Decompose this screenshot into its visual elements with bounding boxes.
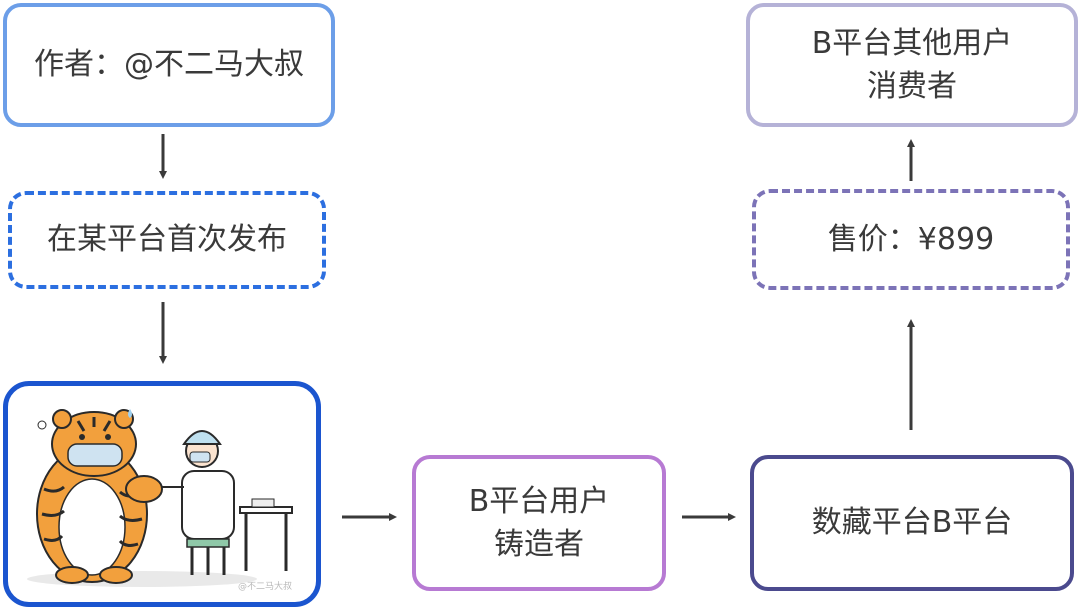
- tiger-vaccination-illustration: [27, 409, 293, 587]
- minter-node: B平台用户 铸造者: [412, 455, 666, 591]
- minter-line1: B平台用户: [468, 483, 610, 519]
- author-label: 作者：@不二马大叔: [34, 47, 304, 83]
- artwork-watermark: @不二马大叔: [237, 581, 292, 592]
- price-label: 售价：¥899: [827, 221, 995, 257]
- author-node: 作者：@不二马大叔: [3, 3, 335, 127]
- consumer-line2: 消费者: [867, 69, 957, 104]
- first-publish-node: 在某平台首次发布: [8, 191, 326, 289]
- platform-label: 数藏平台B平台: [811, 505, 1013, 541]
- minter-line2: 铸造者: [494, 527, 584, 562]
- artwork-node: @不二马大叔: [3, 381, 321, 607]
- consumer-node: B平台其他用户 消费者: [746, 3, 1078, 127]
- platform-node: 数藏平台B平台: [750, 455, 1074, 591]
- price-node: 售价：¥899: [752, 189, 1070, 290]
- consumer-line1: B平台其他用户: [811, 25, 1013, 61]
- first-publish-label: 在某平台首次发布: [47, 222, 287, 258]
